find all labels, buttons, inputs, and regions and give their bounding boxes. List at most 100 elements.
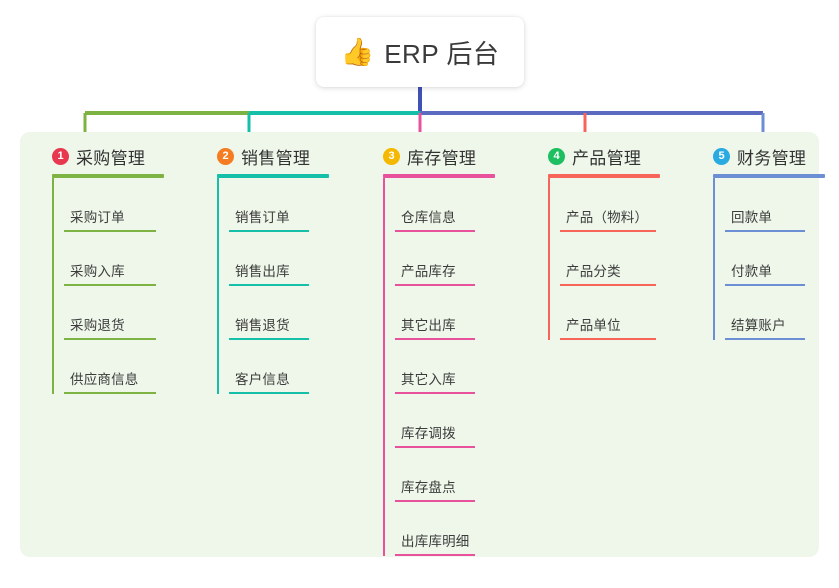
branch-item-underline bbox=[560, 284, 656, 286]
branch-item[interactable]: 采购退货 bbox=[52, 286, 164, 340]
branch-item-underline bbox=[64, 230, 156, 232]
branch-item[interactable]: 销售订单 bbox=[217, 178, 329, 232]
branch-column-sales: 2 销售管理销售订单销售出库销售退货客户信息 bbox=[205, 143, 329, 394]
branch-item-label: 客户信息 bbox=[235, 372, 290, 387]
branch-header-product[interactable]: 4 产品管理 bbox=[536, 143, 660, 169]
branch-item[interactable]: 付款单 bbox=[713, 232, 825, 286]
branch-item-label: 销售出库 bbox=[235, 264, 290, 279]
branch-title: 采购管理 bbox=[76, 148, 146, 168]
branch-item-underline bbox=[395, 554, 475, 556]
root-node[interactable]: 👍 ERP 后台 bbox=[316, 17, 524, 87]
branch-item[interactable]: 供应商信息 bbox=[52, 340, 164, 394]
branch-item-label: 产品库存 bbox=[401, 264, 456, 279]
branch-item-underline bbox=[229, 338, 309, 340]
branch-item-underline bbox=[229, 392, 309, 394]
branch-item[interactable]: 产品库存 bbox=[383, 232, 495, 286]
branch-item[interactable]: 产品（物料） bbox=[548, 178, 660, 232]
branch-underline bbox=[713, 174, 825, 178]
branch-item-label: 结算账户 bbox=[731, 318, 786, 333]
branch-item-label: 产品单位 bbox=[566, 318, 621, 333]
branch-spine bbox=[713, 178, 715, 340]
branch-header-purchase[interactable]: 1 采购管理 bbox=[40, 143, 164, 169]
branch-item-label: 库存调拨 bbox=[401, 426, 456, 441]
branch-item[interactable]: 其它入库 bbox=[383, 340, 495, 394]
branch-item[interactable]: 库存盘点 bbox=[383, 448, 495, 502]
branch-item-underline bbox=[229, 284, 309, 286]
branch-item-underline bbox=[395, 446, 475, 448]
branch-item[interactable]: 回款单 bbox=[713, 178, 825, 232]
branch-item[interactable]: 库存调拨 bbox=[383, 394, 495, 448]
branch-title: 销售管理 bbox=[241, 148, 311, 168]
branch-item-list: 回款单付款单结算账户 bbox=[701, 178, 825, 340]
branch-title: 财务管理 bbox=[737, 148, 807, 168]
branch-item-label: 库存盘点 bbox=[401, 480, 456, 495]
branch-item-label: 付款单 bbox=[731, 264, 773, 279]
branch-column-finance: 5 财务管理回款单付款单结算账户 bbox=[701, 143, 825, 340]
branch-item[interactable]: 采购入库 bbox=[52, 232, 164, 286]
branch-underline bbox=[217, 174, 329, 178]
branch-item[interactable]: 销售出库 bbox=[217, 232, 329, 286]
branch-item-underline bbox=[725, 284, 805, 286]
branch-number-badge: 3 bbox=[383, 147, 400, 165]
branch-spine bbox=[548, 178, 550, 340]
root-title: ERP 后台 bbox=[384, 38, 500, 69]
branch-number-badge: 4 bbox=[548, 147, 565, 165]
branch-column-product: 4 产品管理产品（物料） 产品分类产品单位 bbox=[536, 143, 660, 340]
branch-item-label: 采购订单 bbox=[70, 210, 125, 225]
branch-spine bbox=[383, 178, 385, 556]
branch-item-list: 采购订单采购入库采购退货供应商信息 bbox=[40, 178, 164, 394]
branch-item-list: 仓库信息产品库存其它出库其它入库库存调拨库存盘点出库库明细 bbox=[371, 178, 495, 556]
branch-spine bbox=[52, 178, 54, 394]
branch-item[interactable]: 客户信息 bbox=[217, 340, 329, 394]
branch-item-underline bbox=[64, 392, 156, 394]
branch-item-label: 产品（物料） bbox=[566, 210, 649, 225]
branch-item[interactable]: 产品单位 bbox=[548, 286, 660, 340]
branch-item[interactable]: 销售退货 bbox=[217, 286, 329, 340]
branch-item-underline bbox=[395, 338, 475, 340]
branch-item-underline bbox=[395, 284, 475, 286]
branch-item-underline bbox=[395, 500, 475, 502]
branch-item[interactable]: 采购订单 bbox=[52, 178, 164, 232]
branch-header-inventory[interactable]: 3 库存管理 bbox=[371, 143, 495, 169]
branch-number-badge: 1 bbox=[52, 147, 69, 165]
branch-item[interactable]: 产品分类 bbox=[548, 232, 660, 286]
branch-item[interactable]: 其它出库 bbox=[383, 286, 495, 340]
branch-title: 库存管理 bbox=[407, 148, 477, 168]
branch-item[interactable]: 出库库明细 bbox=[383, 502, 495, 556]
branch-item-label: 采购入库 bbox=[70, 264, 125, 279]
branch-item-underline bbox=[725, 230, 805, 232]
branch-item-label: 产品分类 bbox=[566, 264, 621, 279]
branch-item-list: 销售订单销售出库销售退货客户信息 bbox=[205, 178, 329, 394]
branch-column-inventory: 3 库存管理仓库信息产品库存其它出库其它入库库存调拨库存盘点出库库明细 bbox=[371, 143, 495, 556]
branch-header-sales[interactable]: 2 销售管理 bbox=[205, 143, 329, 169]
branch-item-list: 产品（物料） 产品分类产品单位 bbox=[536, 178, 660, 340]
branch-spine bbox=[217, 178, 219, 394]
branch-item-label: 回款单 bbox=[731, 210, 773, 225]
branch-underline bbox=[52, 174, 164, 178]
branch-item[interactable]: 结算账户 bbox=[713, 286, 825, 340]
branch-item-underline bbox=[229, 230, 309, 232]
branch-item-underline bbox=[64, 284, 156, 286]
branch-header-finance[interactable]: 5 财务管理 bbox=[701, 143, 825, 169]
branch-item-label: 采购退货 bbox=[70, 318, 125, 333]
branch-number-badge: 2 bbox=[217, 147, 234, 165]
branch-item-underline bbox=[725, 338, 805, 340]
branch-item-label: 其它出库 bbox=[401, 318, 456, 333]
branch-column-purchase: 1 采购管理采购订单采购入库采购退货供应商信息 bbox=[40, 143, 164, 394]
branch-item-label: 仓库信息 bbox=[401, 210, 456, 225]
branch-item-underline bbox=[560, 230, 656, 232]
branch-item[interactable]: 仓库信息 bbox=[383, 178, 495, 232]
branch-item-label: 其它入库 bbox=[401, 372, 456, 387]
thumbs-up-icon: 👍 bbox=[340, 36, 375, 68]
branch-title: 产品管理 bbox=[572, 148, 642, 168]
branch-item-underline bbox=[395, 230, 475, 232]
branch-underline bbox=[383, 174, 495, 178]
branch-panel bbox=[20, 132, 819, 557]
branch-item-label: 供应商信息 bbox=[70, 372, 139, 387]
branch-item-underline bbox=[64, 338, 156, 340]
branch-item-label: 出库库明细 bbox=[401, 534, 470, 549]
branch-item-label: 销售订单 bbox=[235, 210, 290, 225]
branch-number-badge: 5 bbox=[713, 147, 730, 165]
